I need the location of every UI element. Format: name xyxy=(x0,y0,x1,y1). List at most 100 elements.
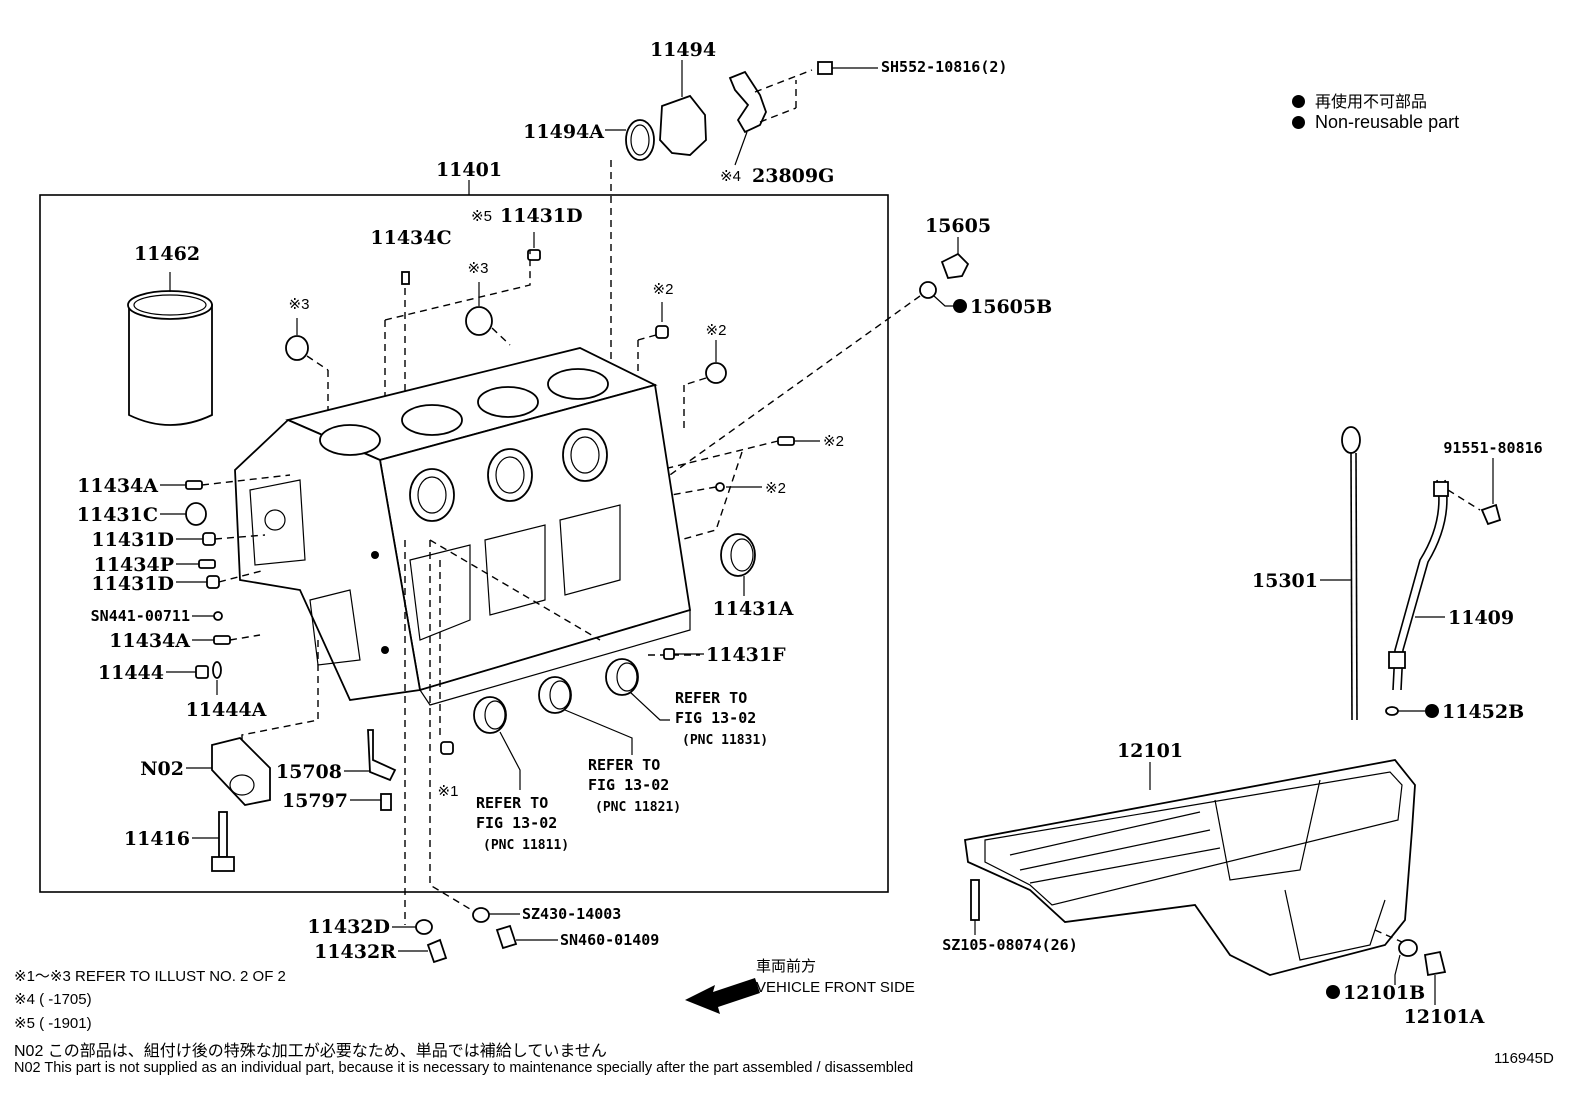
block-assembly-frame xyxy=(39,194,889,893)
ref-11811-l2[interactable]: FIG 13-02 xyxy=(476,814,557,832)
label-11494A[interactable]: 11494A xyxy=(523,121,604,143)
label-N02[interactable]: N02 xyxy=(140,758,184,780)
plug-mark2-b xyxy=(683,340,727,430)
label-11431D-1[interactable]: 11431D xyxy=(91,529,174,551)
label-11416[interactable]: 11416 xyxy=(124,828,190,850)
ref-11831-l3: (PNC 11831) xyxy=(682,733,768,748)
legend-jp: 再使用不可部品 xyxy=(1292,88,1427,112)
bearing-ref-11821 xyxy=(538,676,633,755)
label-12101[interactable]: 12101 xyxy=(1117,740,1183,762)
ref-11821-l2[interactable]: FIG 13-02 xyxy=(588,776,669,794)
ref-11831-l2[interactable]: FIG 13-02 xyxy=(675,709,756,727)
label-sn460[interactable]: SN460-01409 xyxy=(560,931,659,949)
part-11452B-oring xyxy=(1385,706,1425,716)
part-12101A-drain-plug xyxy=(1374,929,1447,1005)
label-91551[interactable]: 91551-80816 xyxy=(1443,439,1542,457)
label-23809G[interactable]: 23809G xyxy=(752,165,834,187)
part-11416-bolt xyxy=(192,811,235,872)
label-11452B[interactable]: 11452B xyxy=(1442,701,1524,723)
part-11431F xyxy=(663,648,704,660)
mark-2c: ※2 xyxy=(823,433,844,450)
plug-mark3-top xyxy=(465,282,511,346)
nonreusable-dot-11452B xyxy=(1425,704,1439,718)
label-sz430[interactable]: SZ430-14003 xyxy=(522,905,621,923)
label-11434A-1[interactable]: 11434A xyxy=(77,475,158,497)
label-11401[interactable]: 11401 xyxy=(436,159,502,181)
ref-11821-l1: REFER TO xyxy=(588,756,660,774)
part-91551-bolt xyxy=(1447,458,1502,526)
mark-5: ※5 xyxy=(471,208,492,225)
part-15708 xyxy=(344,729,397,782)
label-11431D-top[interactable]: 11431D xyxy=(500,205,583,227)
mark-1: ※1 xyxy=(438,783,459,800)
part-23809G-bracket xyxy=(728,69,813,166)
label-11431C[interactable]: 11431C xyxy=(77,504,158,526)
note-3: ※5 ( -1901) xyxy=(14,1015,92,1032)
label-15797[interactable]: 15797 xyxy=(282,790,348,812)
note-5: N02 This part is not supplied as an indi… xyxy=(14,1060,914,1076)
label-12101A[interactable]: 12101A xyxy=(1404,1006,1485,1028)
plug-mark1 xyxy=(440,741,454,755)
mark-2d: ※2 xyxy=(765,480,786,497)
ref-11811-l3: (PNC 11811) xyxy=(483,838,569,853)
mark-4: ※4 xyxy=(720,168,741,185)
legend-en: Non-reusable part xyxy=(1292,112,1459,133)
left-small-parts xyxy=(160,474,291,695)
part-11409-guide xyxy=(1388,479,1449,691)
ref-11831-l1: REFER TO xyxy=(675,689,747,707)
bearing-ref-11831 xyxy=(605,658,670,721)
part-12101-oil-pan xyxy=(963,759,1416,976)
part-11494A-oring xyxy=(605,119,655,161)
bearing-ref-11811 xyxy=(473,696,521,790)
part-11494-cover xyxy=(659,60,707,156)
ref-11811-l1: REFER TO xyxy=(476,794,548,812)
label-sz105[interactable]: SZ105-08074(26) xyxy=(942,936,1077,954)
front-en: VEHICLE FRONT SIDE xyxy=(756,979,915,996)
mark-3b: ※3 xyxy=(468,260,489,277)
label-11431D-2[interactable]: 11431D xyxy=(91,573,174,595)
part-sn460 xyxy=(495,924,558,950)
label-11434C[interactable]: 11434C xyxy=(370,227,451,249)
part-sz430 xyxy=(472,907,520,923)
part-11462-liner xyxy=(127,272,213,426)
nonreusable-dot-12101B xyxy=(1326,985,1340,999)
label-15301[interactable]: 15301 xyxy=(1252,570,1318,592)
label-11434P[interactable]: 11434P xyxy=(94,554,174,576)
label-sn441[interactable]: SN441-00711 xyxy=(91,607,190,625)
label-15708[interactable]: 15708 xyxy=(276,761,342,783)
label-11431A[interactable]: 11431A xyxy=(713,598,794,620)
part-12101B-gasket xyxy=(1394,939,1418,985)
label-11444A[interactable]: 11444A xyxy=(186,699,267,721)
note-4: N02 この部品は、組付け後の特殊な加工が必要なため、単品では補給していません xyxy=(14,1043,607,1060)
nonreusable-dot-15605B xyxy=(953,299,967,313)
note-1: ※1～※3 REFER TO ILLUST NO. 2 OF 2 xyxy=(14,968,286,985)
label-11462[interactable]: 11462 xyxy=(134,243,200,265)
mark-2a: ※2 xyxy=(653,281,674,298)
label-11409[interactable]: 11409 xyxy=(1448,607,1514,629)
label-11431F[interactable]: 11431F xyxy=(706,644,786,666)
bullet-icon xyxy=(1292,95,1305,108)
label-11432R[interactable]: 11432R xyxy=(314,941,396,963)
label-12101B[interactable]: 12101B xyxy=(1343,982,1425,1004)
part-15797 xyxy=(350,793,392,811)
mark-3a: ※3 xyxy=(289,296,310,313)
bullet-icon xyxy=(1292,116,1305,129)
label-11434A-2[interactable]: 11434A xyxy=(109,630,190,652)
part-sh552-bolt xyxy=(817,61,878,75)
part-11431D-top xyxy=(527,232,541,261)
part-labels: 11494 11494A SH552-10816(2) ※4 23809G 11… xyxy=(77,39,1543,1028)
front-jp: 車両前方 xyxy=(756,958,816,975)
label-15605[interactable]: 15605 xyxy=(925,215,991,237)
part-11431A-bearing xyxy=(720,533,756,596)
ref-11821-l3: (PNC 11821) xyxy=(595,800,681,815)
vehicle-front-arrow xyxy=(685,978,760,1014)
label-15605B[interactable]: 15605B xyxy=(970,296,1052,318)
label-sh552[interactable]: SH552-10816(2) xyxy=(881,58,1007,76)
part-N02-bearing-cap xyxy=(186,737,271,806)
label-11444[interactable]: 11444 xyxy=(98,662,164,684)
label-11432D[interactable]: 11432D xyxy=(307,916,390,938)
label-11494[interactable]: 11494 xyxy=(650,39,716,61)
note-2: ※4 ( -1705) xyxy=(14,991,92,1008)
illustration-id: 116945D xyxy=(1494,1050,1554,1067)
